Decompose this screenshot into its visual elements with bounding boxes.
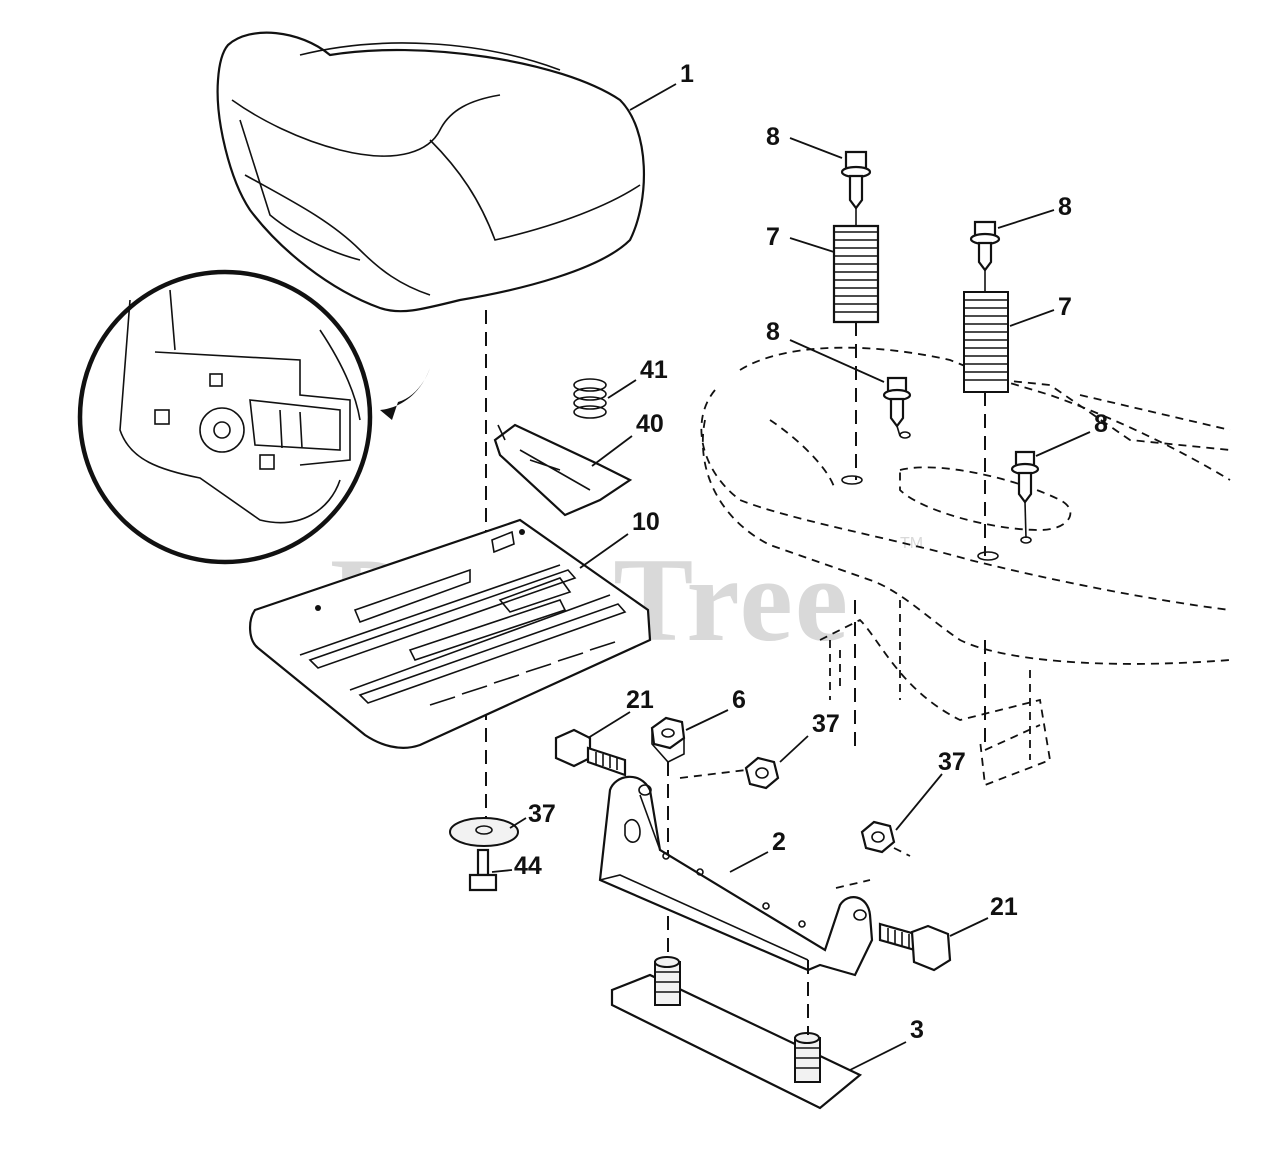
label-bracket: 2 [772, 828, 786, 856]
spring-bolt-a-part [840, 150, 872, 210]
base-plate-part [610, 956, 863, 1110]
label-bolt-left: 21 [626, 686, 654, 714]
label-locknut-b: 37 [938, 748, 966, 776]
label-locknut-a: 37 [812, 710, 840, 738]
label-seat-pan: 10 [632, 508, 660, 536]
detail-arrow-icon [380, 368, 430, 420]
latch-plate-part [493, 423, 633, 517]
seat-part [216, 31, 646, 313]
label-frame-bolt-a: 8 [766, 318, 780, 346]
detail-inset [77, 269, 373, 565]
nut-part [650, 716, 686, 763]
label-spring-a: 7 [766, 223, 780, 251]
label-bolt-right: 21 [990, 893, 1018, 921]
washer-part [449, 817, 519, 847]
locknut-a-part [744, 756, 780, 790]
seat-pan-part [249, 518, 652, 749]
label-screw: 44 [514, 852, 542, 880]
watermark-trademark: TM [900, 535, 923, 552]
spring-a-part [832, 224, 880, 324]
label-frame-bolt-b: 8 [1094, 410, 1108, 438]
bracket-part [598, 775, 874, 977]
seat-pan-slots [429, 641, 616, 706]
spring-bolt-b-part [969, 220, 1001, 272]
label-latch-plate: 40 [636, 410, 664, 438]
label-seat: 1 [680, 60, 694, 88]
label-washer: 37 [528, 800, 556, 828]
screw-part [468, 848, 498, 892]
frame-bolt-b-part [1010, 450, 1040, 504]
label-base-plate: 3 [910, 1016, 924, 1044]
frame-guide-c [899, 600, 1031, 760]
label-spring-bolt-a: 8 [766, 123, 780, 151]
spring-b-part [963, 291, 1009, 393]
bolt-left-part [554, 728, 627, 777]
small-spring-part [573, 378, 607, 419]
label-nut: 6 [732, 686, 746, 714]
locknut-b-part [860, 820, 896, 854]
label-spring-b: 7 [1058, 293, 1072, 321]
label-small-spring: 41 [640, 356, 668, 384]
frame-bolt-a-part [882, 376, 912, 428]
bolt-right-part [878, 922, 952, 972]
label-spring-bolt-b: 8 [1058, 193, 1072, 221]
